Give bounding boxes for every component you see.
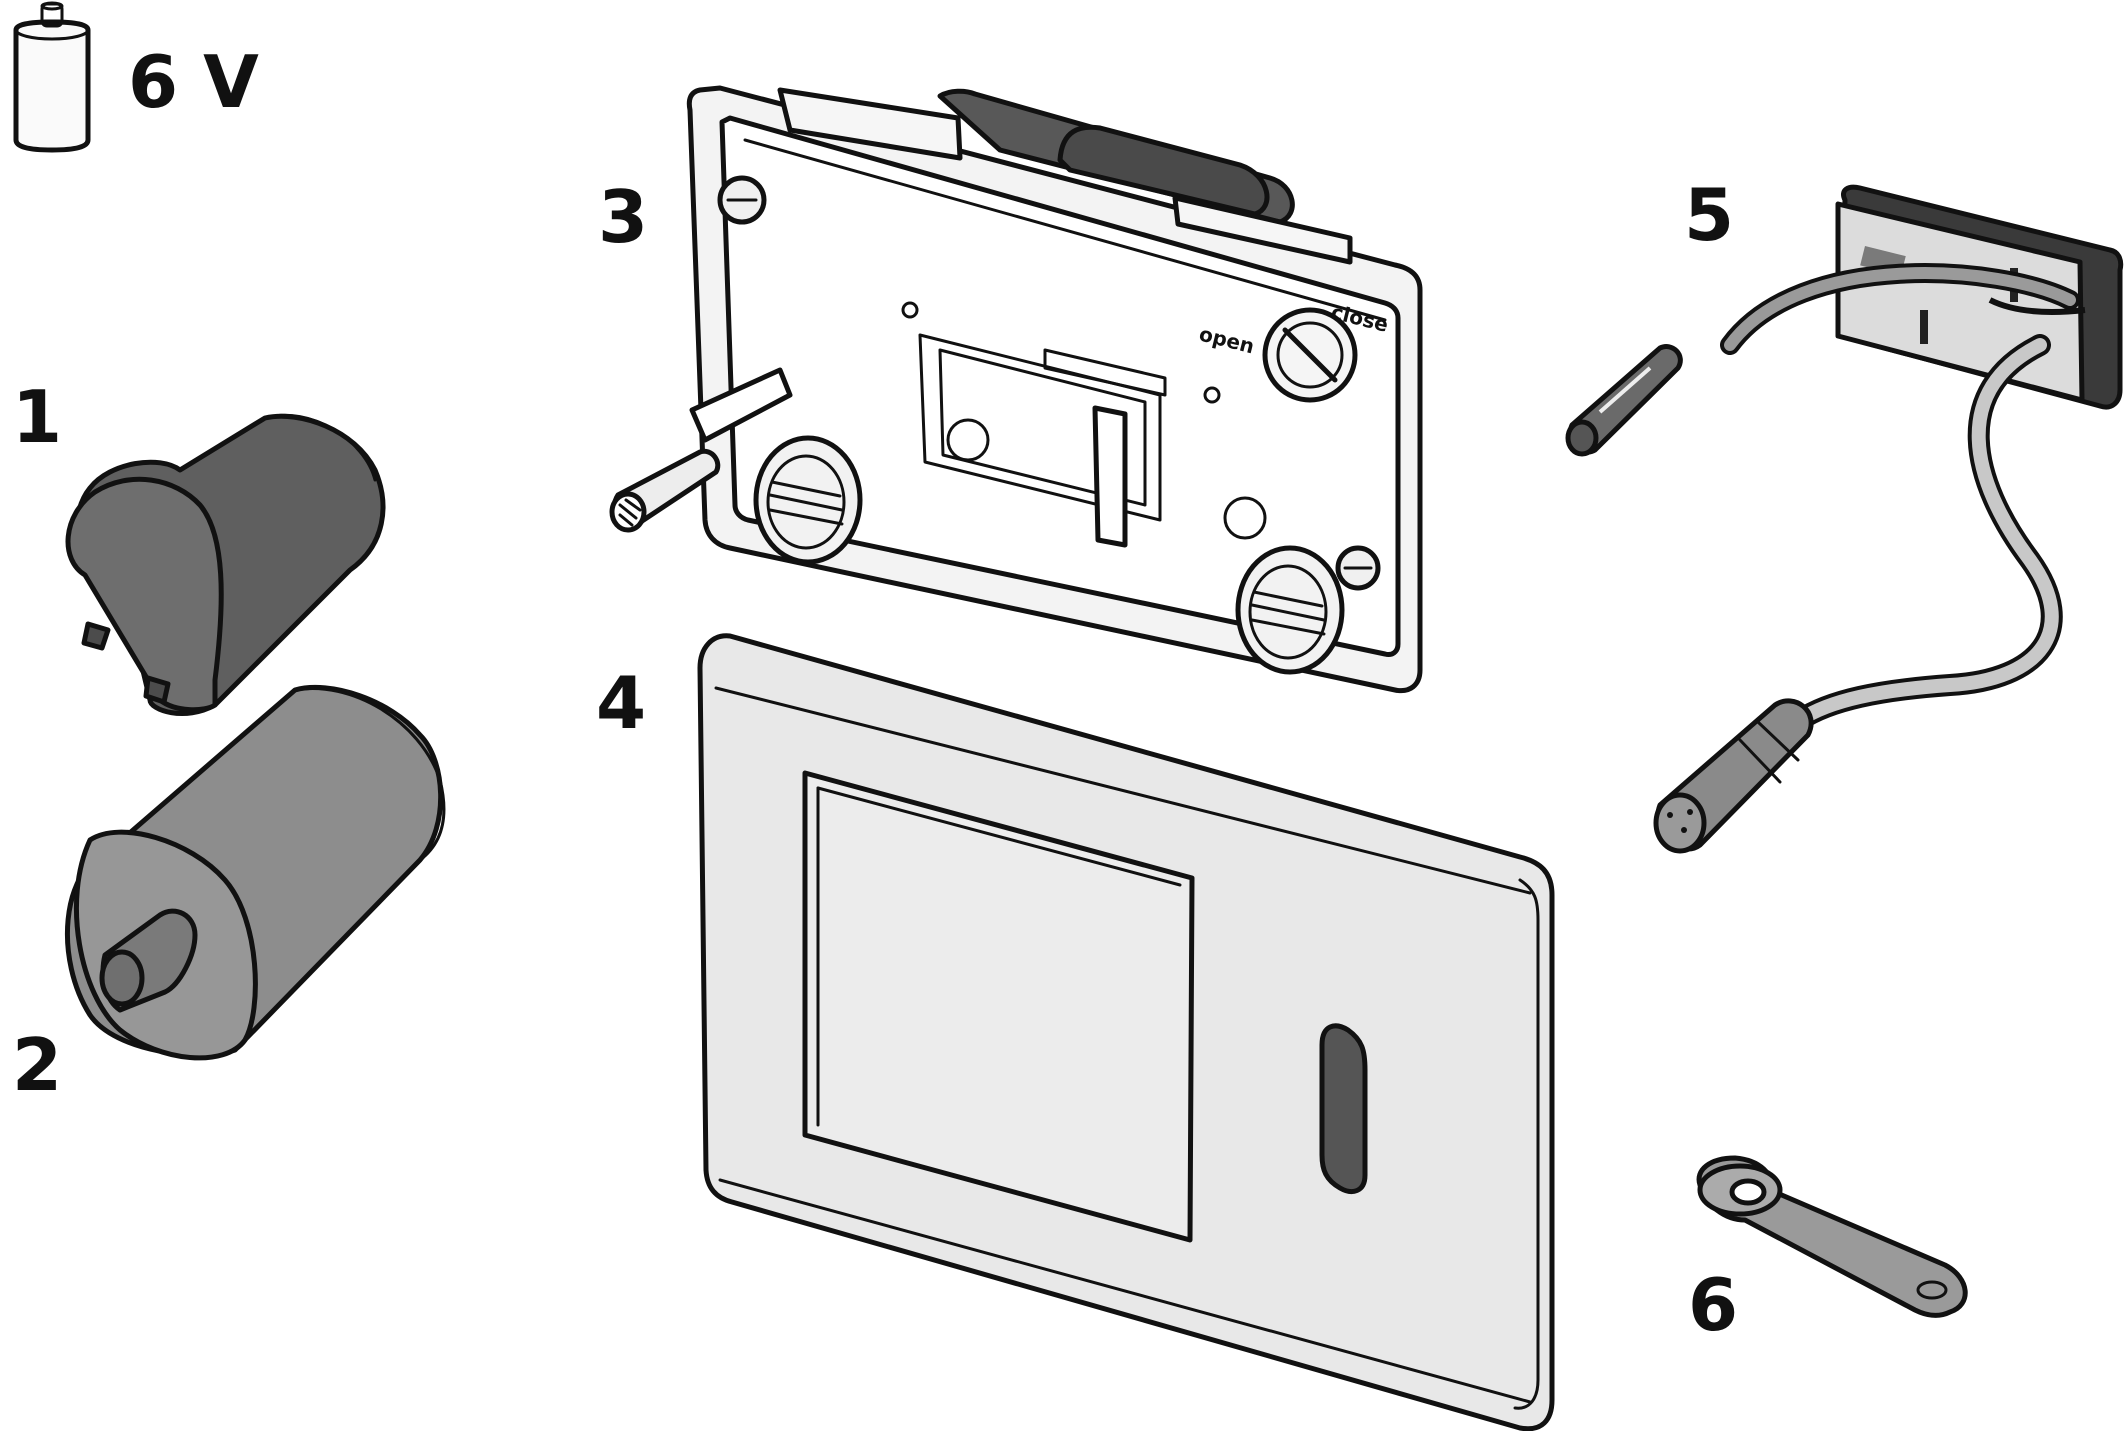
part-number-5: 5 — [1684, 173, 1734, 257]
part-number-1: 1 — [12, 375, 62, 459]
battery-icon — [13, 1, 91, 153]
battery-cylinder-grey — [65, 684, 446, 1061]
sensor-module — [1565, 184, 2124, 854]
part-number-4: 4 — [596, 661, 646, 745]
screw-icon — [1335, 545, 1381, 591]
open-close-valve-knob — [1262, 307, 1358, 403]
key-tool — [1696, 1155, 1968, 1318]
part-number-6: 6 — [1688, 1263, 1738, 1347]
part-number-3: 3 — [598, 175, 648, 259]
battery-cylinder-dark — [65, 413, 386, 716]
cover-plate — [697, 633, 1555, 1431]
lower-left-knob — [753, 435, 863, 565]
lower-right-knob — [1235, 545, 1345, 675]
sensor-cable-plug-large — [1653, 698, 1814, 854]
sensor-cable-plug-small — [1565, 344, 1683, 457]
screw-icon — [717, 175, 767, 225]
voltage-label: 6 V — [128, 40, 259, 124]
part-number-2: 2 — [12, 1023, 62, 1107]
frame-connector-plug — [609, 367, 793, 533]
mounting-frame: close open — [609, 85, 1423, 694]
